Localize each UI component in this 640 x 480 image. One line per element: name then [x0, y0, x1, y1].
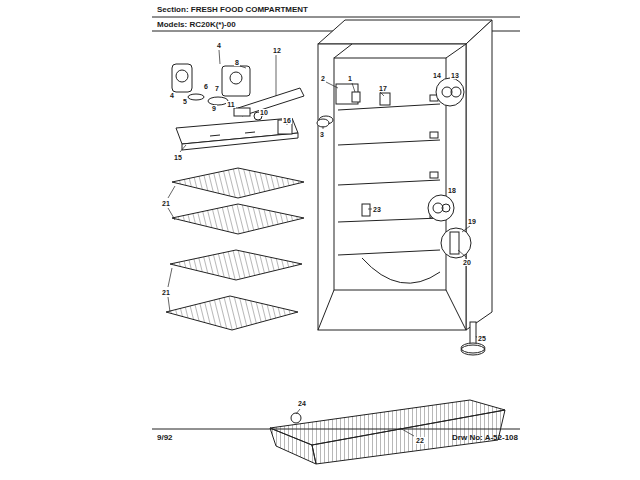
callout-number: 7: [214, 85, 220, 92]
section-title: Section: FRESH FOOD COMPARTMENT: [157, 6, 308, 14]
callout-number: 2: [320, 75, 326, 82]
callout-number: 21: [161, 200, 171, 207]
callout-number: 24: [297, 400, 307, 407]
callout-number: 18: [447, 187, 457, 194]
callout-number: 5: [182, 98, 188, 105]
callout-number: 23: [372, 206, 382, 213]
wire-basket: [270, 400, 505, 464]
callout-number: 15: [173, 154, 183, 161]
rule-line: [152, 17, 520, 18]
callout-number: 10: [259, 109, 269, 116]
callout-number: 3: [319, 131, 325, 138]
callout-number: 4: [216, 42, 222, 49]
callout-number: 19: [467, 218, 477, 225]
callout-number: 12: [272, 47, 282, 54]
callout-number: 9: [211, 105, 217, 112]
cabinet: [318, 20, 492, 330]
callout-number: 11: [226, 101, 235, 108]
drawing-note: 9/92: [157, 434, 173, 442]
drawing-note: Models: RC20K(*)-00: [157, 21, 236, 29]
drawing-note: Drw No: A-52-108: [452, 434, 518, 442]
callout-number: 6: [203, 83, 209, 90]
wire-shelf: [166, 168, 304, 330]
callout-number: 16: [282, 117, 292, 124]
leader-line: [168, 50, 479, 436]
callout-number: 25: [477, 335, 487, 342]
callout-number: 14: [432, 72, 442, 79]
callout-number: 20: [462, 259, 472, 266]
callout-number: 8: [234, 59, 240, 66]
callout-number: 22: [415, 437, 425, 444]
callout-number: 4: [169, 92, 175, 99]
callout-number: 21: [161, 289, 171, 296]
callout-number: 17: [378, 85, 388, 92]
callout-number: 13: [450, 72, 460, 79]
callout-number: 1: [347, 75, 353, 82]
